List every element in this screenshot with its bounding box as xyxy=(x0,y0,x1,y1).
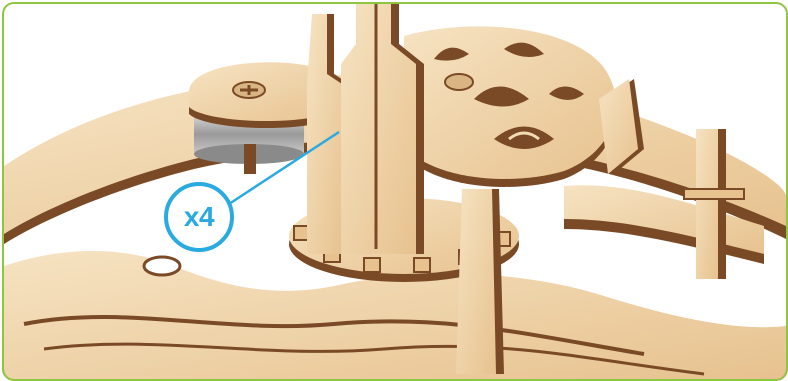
assembly-illustration xyxy=(4,4,786,379)
quantity-callout-badge: x4 xyxy=(164,182,234,252)
ornate-gear-disc xyxy=(404,26,616,187)
quantity-label: x4 xyxy=(184,201,214,233)
